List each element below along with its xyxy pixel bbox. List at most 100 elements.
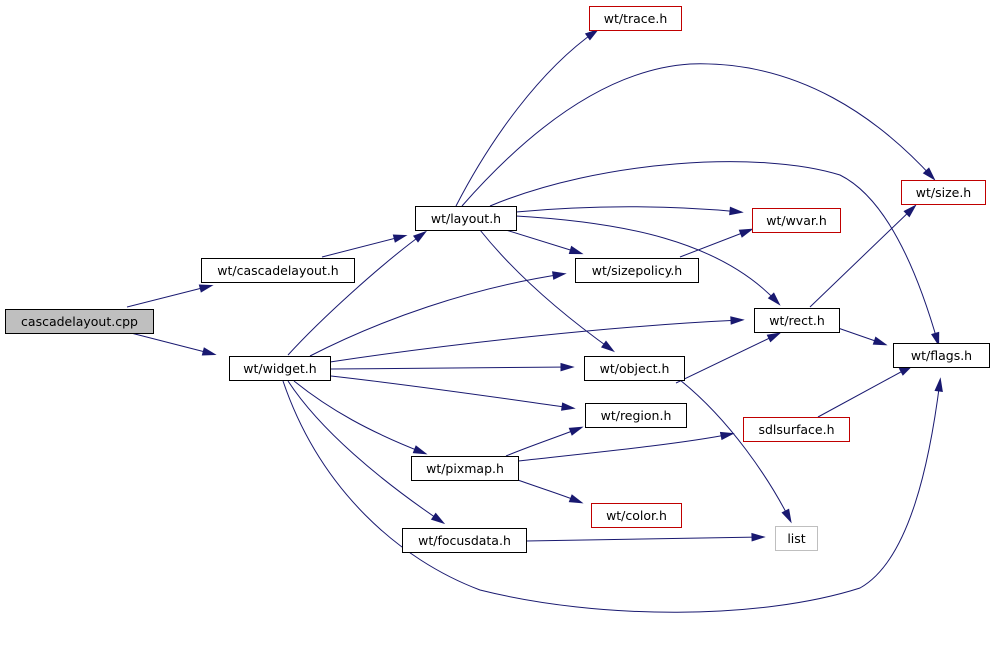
node-box	[584, 356, 685, 381]
arrowhead-icon	[922, 167, 936, 181]
node-box	[901, 180, 986, 205]
node-sdlsurface-h[interactable]: sdlsurface.h	[743, 417, 850, 442]
arrowhead-icon	[729, 206, 744, 216]
node-label: wt/size.h	[916, 185, 971, 200]
node-wt-trace-h[interactable]: wt/trace.h	[589, 6, 682, 31]
arrowhead-icon	[413, 230, 428, 243]
node-box	[893, 343, 990, 368]
arrowhead-icon	[751, 532, 766, 542]
node-wt-wvar-h[interactable]: wt/wvar.h	[752, 208, 841, 233]
edge-wt_widget_h-to-wt_pixmap_h	[293, 380, 428, 455]
arrowhead-icon	[903, 204, 917, 218]
arrowhead-icon	[568, 245, 584, 255]
edge-line	[293, 380, 425, 454]
arrowhead-icon	[568, 426, 584, 436]
node-wt-flags-h[interactable]: wt/flags.h	[893, 343, 990, 368]
arrowhead-icon	[560, 362, 575, 372]
node-label: wt/region.h	[601, 408, 672, 423]
edge-line	[505, 229, 581, 254]
node-wt-region-h[interactable]: wt/region.h	[585, 403, 687, 428]
arrowhead-icon	[719, 431, 735, 441]
node-box	[411, 456, 519, 481]
arrowhead-icon	[552, 271, 567, 280]
edges-layer	[126, 28, 943, 613]
node-label: cascadelayout.cpp	[21, 314, 138, 329]
arrowhead-icon	[430, 512, 446, 525]
arrowhead-icon	[561, 402, 576, 411]
arrowhead-icon	[781, 508, 792, 524]
edge-wt_layout_h-to-wt_wvar_h	[515, 206, 744, 216]
arrowhead-icon	[934, 377, 943, 392]
edge-line	[455, 30, 597, 207]
edge-line	[309, 273, 564, 357]
edge-line	[479, 229, 613, 351]
node-wt-focusdata-h[interactable]: wt/focusdata.h	[402, 528, 527, 553]
edge-line	[515, 215, 779, 304]
node-label: sdlsurface.h	[758, 422, 834, 437]
node-label: wt/cascadelayout.h	[217, 263, 338, 278]
node-wt-sizepolicy-h[interactable]: wt/sizepolicy.h	[575, 258, 699, 283]
node-box	[402, 528, 527, 553]
node-box	[575, 258, 699, 283]
arrowhead-icon	[392, 234, 408, 243]
node-box	[589, 6, 682, 31]
arrowhead-icon	[201, 347, 217, 356]
node-wt-object-h[interactable]: wt/object.h	[584, 356, 685, 381]
edge-line	[461, 63, 934, 207]
edge-wt_layout_h-to-wt_flags_h	[489, 161, 940, 347]
edge-line	[525, 536, 763, 542]
node-box	[775, 526, 818, 551]
node-list[interactable]: list	[775, 526, 818, 551]
node-wt-pixmap-h[interactable]: wt/pixmap.h	[411, 456, 519, 481]
edge-line	[287, 232, 425, 356]
node-wt-rect-h[interactable]: wt/rect.h	[754, 308, 840, 333]
edge-wt_pixmap_h-to-wt_color_h	[517, 479, 584, 504]
node-label: wt/focusdata.h	[418, 533, 511, 548]
arrowhead-icon	[766, 332, 782, 343]
node-wt-cascadelayout-h[interactable]: wt/cascadelayout.h	[201, 258, 355, 283]
arrowhead-icon	[730, 316, 745, 325]
edge-wt_widget_h-to-wt_sizepolicy_h	[309, 271, 567, 357]
arrowhead-icon	[584, 28, 600, 41]
edge-wt_widget_h-to-wt_layout_h	[287, 230, 428, 356]
node-wt-color-h[interactable]: wt/color.h	[591, 503, 682, 528]
node-label: wt/trace.h	[604, 11, 668, 26]
node-box	[754, 308, 840, 333]
node-box	[752, 208, 841, 233]
node-label: wt/sizepolicy.h	[592, 263, 683, 278]
node-wt-widget-h[interactable]: wt/widget.h	[229, 356, 331, 381]
edge-wt_widget_h-to-wt_flags_h	[282, 377, 943, 613]
node-box	[5, 309, 154, 334]
node-label: wt/pixmap.h	[426, 461, 504, 476]
arrowhead-icon	[738, 228, 754, 238]
edge-line	[505, 427, 581, 457]
node-wt-size-h[interactable]: wt/size.h	[901, 180, 986, 205]
node-cascadelayout-cpp[interactable]: cascadelayout.cpp	[5, 309, 154, 334]
edge-cascadelayout_cpp-to-wt_cascadelayout_h	[126, 284, 214, 308]
node-box	[415, 206, 517, 231]
edge-line	[675, 333, 779, 384]
edge-line	[817, 366, 911, 418]
edge-sdlsurface_h-to-wt_flags_h	[817, 365, 914, 418]
arrowhead-icon	[198, 284, 214, 293]
edge-line	[489, 161, 939, 344]
edge-wt_sizepolicy_h-to-wt_wvar_h	[679, 228, 754, 258]
nodes-layer: cascadelayout.cpp wt/cascadelayout.h wt/wi…	[5, 6, 990, 553]
edge-wt_layout_h-to-wt_rect_h	[515, 215, 781, 306]
arrowhead-icon	[601, 340, 616, 353]
edge-wt_rect_h-to-wt_flags_h	[837, 327, 888, 346]
edge-wt_pixmap_h-to-wt_region_h	[505, 426, 584, 457]
node-label: wt/rect.h	[769, 313, 825, 328]
node-wt-layout-h[interactable]: wt/layout.h	[415, 206, 517, 231]
edge-line	[679, 229, 751, 258]
edge-line	[321, 235, 405, 258]
edge-line	[282, 380, 941, 613]
edge-line	[809, 206, 915, 308]
node-label: wt/flags.h	[911, 348, 972, 363]
edge-wt_widget_h-to-wt_region_h	[330, 375, 576, 411]
node-label: wt/wvar.h	[766, 213, 827, 228]
edge-wt_widget_h-to-wt_focusdata_h	[287, 380, 446, 525]
edge-wt_layout_h-to-wt_size_h	[461, 63, 936, 207]
node-box	[743, 417, 850, 442]
